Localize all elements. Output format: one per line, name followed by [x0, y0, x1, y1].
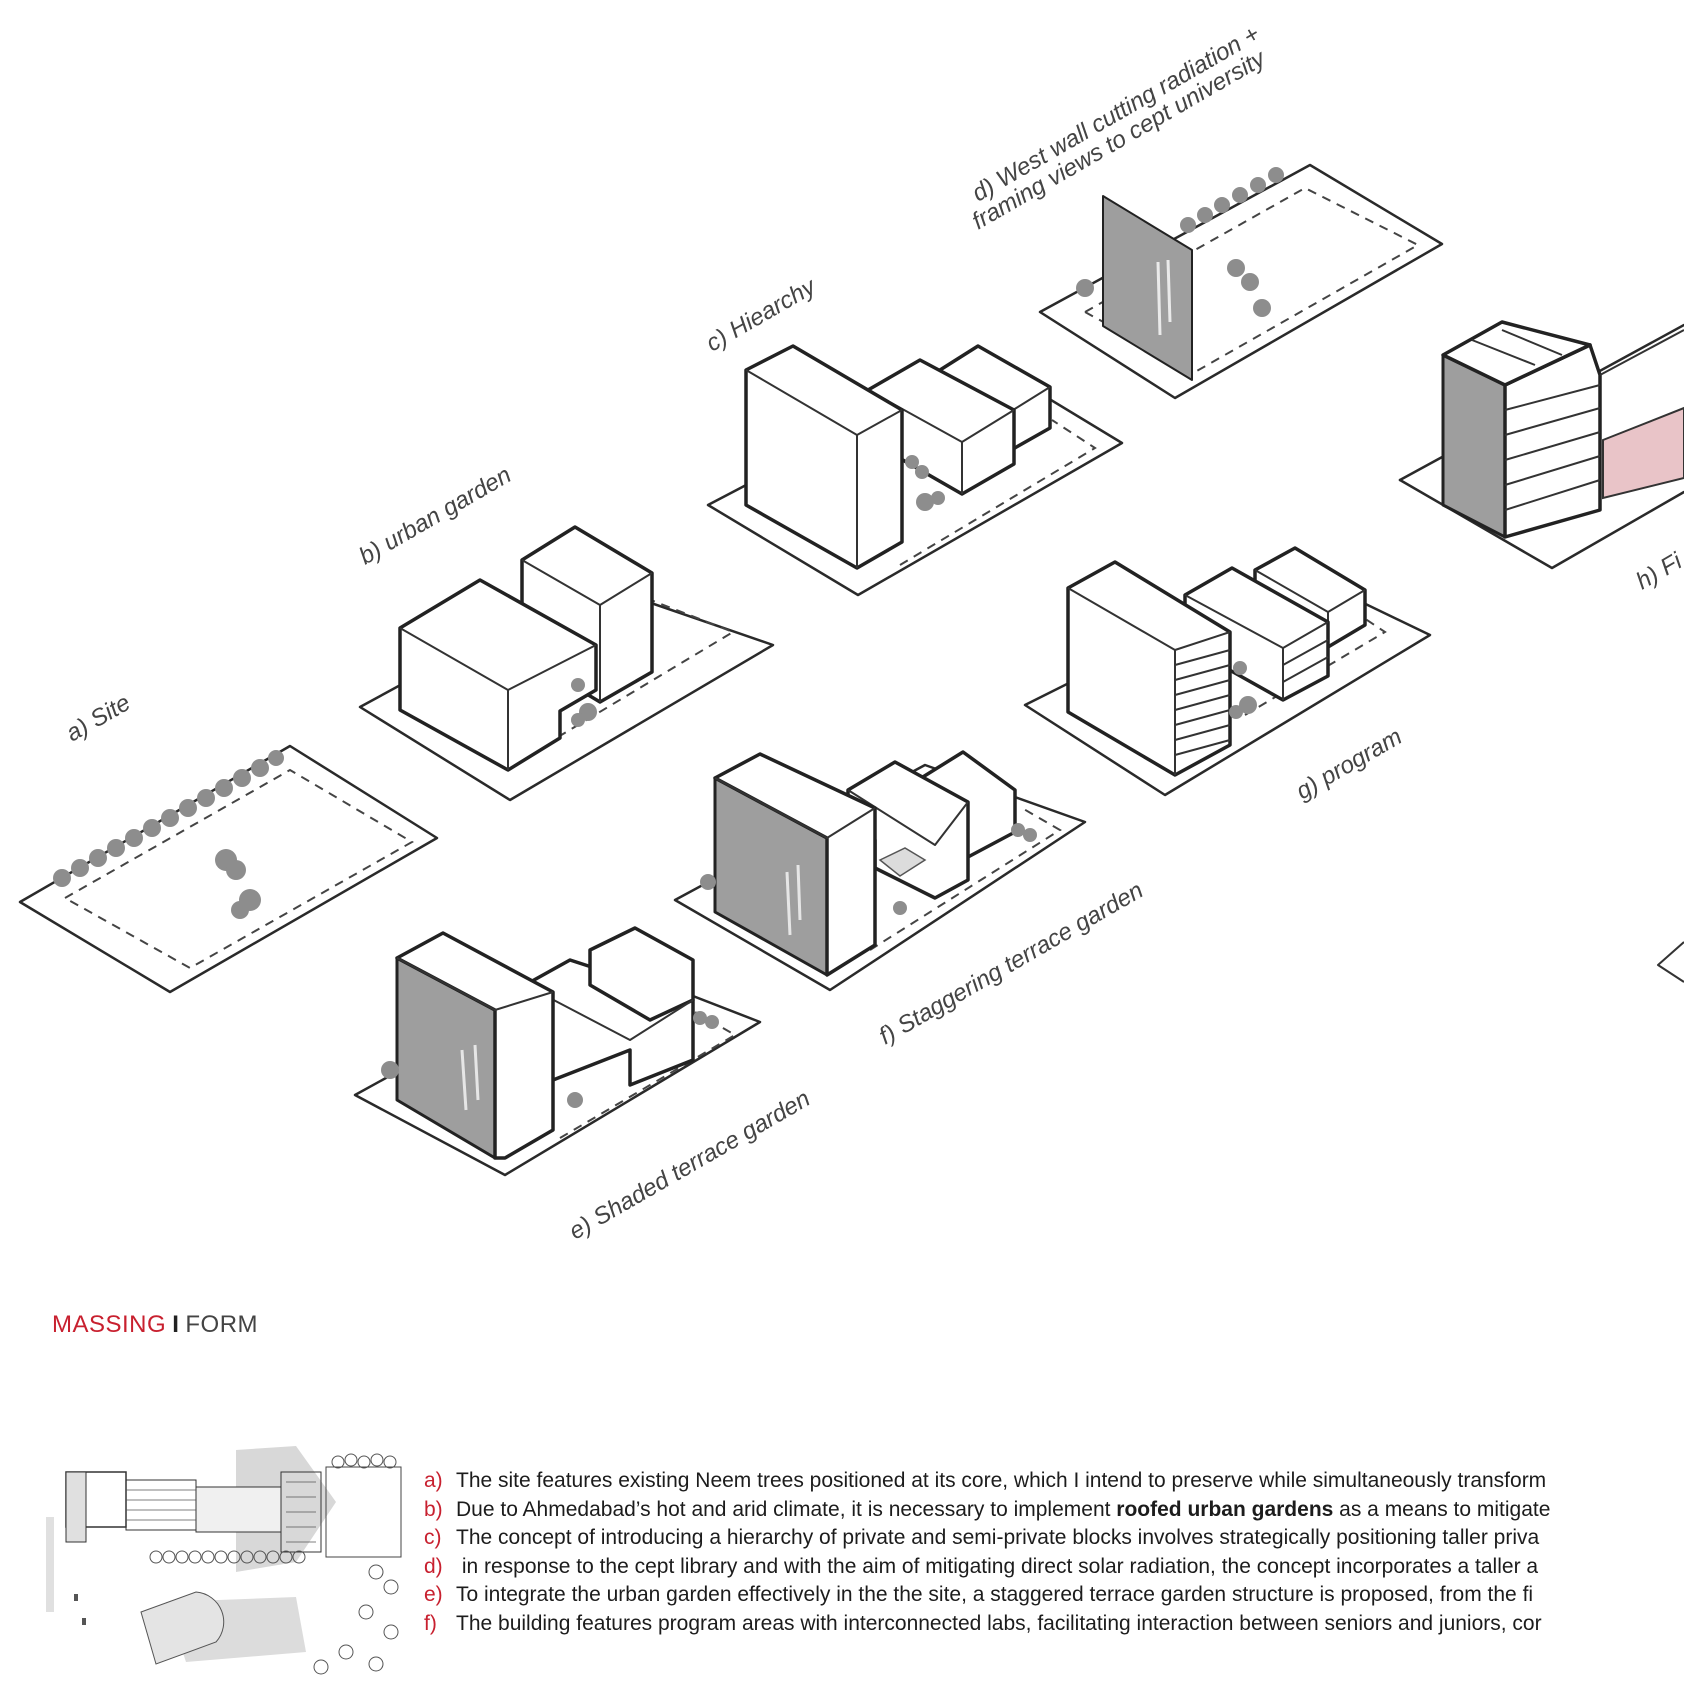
note-f: f)The building features program areas wi…	[424, 1610, 1684, 1639]
caption-a: a) Site	[62, 689, 136, 747]
caption-d-line1: d) West wall cutting radiation +	[968, 20, 1265, 207]
sketch-f-staggering-terrace: f) Staggering terrace garden	[675, 752, 1148, 1050]
note-a: a)The site features existing Neem trees …	[424, 1467, 1684, 1496]
caption-b: b) urban garden	[355, 461, 516, 570]
section-title-separator: I	[172, 1311, 179, 1338]
sketch-a-site: a) Site	[20, 689, 437, 992]
cropped-sketch-edge	[1658, 942, 1684, 982]
note-d: d) in response to the cept library and w…	[424, 1553, 1684, 1582]
sketch-c-hierarchy: c) Hiearchy	[702, 272, 1123, 595]
section-title-primary: MASSING	[52, 1311, 166, 1338]
caption-f: f) Staggering terrace garden	[875, 877, 1148, 1050]
note-c: c)The concept of introducing a hierarchy…	[424, 1524, 1684, 1553]
caption-g: g) program	[1292, 723, 1407, 805]
caption-c: c) Hiearchy	[702, 272, 822, 357]
note-b: b)Due to Ahmedabad’s hot and arid climat…	[424, 1496, 1684, 1525]
sketch-g-program: g) program	[1025, 548, 1430, 805]
sketch-b-urban-garden: b) urban garden	[355, 461, 774, 800]
section-title-secondary: FORM	[185, 1311, 258, 1338]
sketch-e-shaded-terrace: e) Shaded terrace garden	[355, 928, 815, 1245]
sketch-h-final: h) Fi	[1400, 322, 1684, 595]
sketch-d-west-wall: d) West wall cutting radiation + framing…	[968, 20, 1443, 398]
site-plan-thumbnail	[46, 1442, 406, 1682]
tree-row-icon	[53, 750, 284, 919]
caption-e: e) Shaded terrace garden	[565, 1085, 815, 1245]
caption-h: h) Fi	[1632, 547, 1684, 595]
massing-notes: a)The site features existing Neem trees …	[424, 1467, 1684, 1639]
note-e: e)To integrate the urban garden effectiv…	[424, 1581, 1684, 1610]
